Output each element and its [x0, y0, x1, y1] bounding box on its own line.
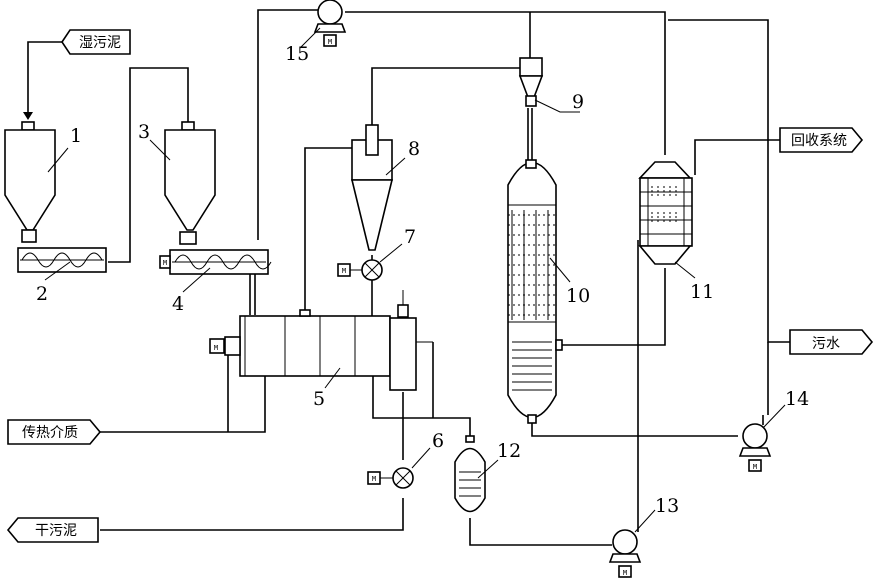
silo-3	[164, 121, 216, 245]
callout-1: 1	[70, 125, 82, 147]
callout-4: 4	[172, 293, 184, 315]
callouts: 1 2 3 4 5 6 7 8 9 10 11 12 13 14 15	[36, 27, 809, 533]
tag-sewage: 污水	[789, 329, 874, 355]
tag-recovery-label: 回收系统	[791, 133, 847, 149]
callout-7: 7	[404, 226, 416, 248]
pump-14: M	[738, 423, 772, 472]
motor-symbol-dryer: M	[214, 344, 218, 352]
motor-symbol-14: M	[753, 463, 757, 471]
tag-sewage-label: 污水	[812, 336, 840, 352]
callout-14: 14	[785, 388, 809, 410]
screw-conveyor-2	[17, 247, 107, 273]
motor-boxes: M M M M	[163, 259, 376, 483]
separator-12	[454, 435, 486, 513]
callout-5: 5	[313, 388, 325, 410]
callout-15: 15	[285, 43, 309, 65]
tag-heat-medium-label: 传热介质	[22, 425, 78, 441]
callout-13: 13	[655, 495, 679, 517]
pump-13: M	[608, 529, 642, 578]
callout-2: 2	[36, 283, 48, 305]
callout-6: 6	[432, 430, 444, 452]
callout-12: 12	[497, 440, 521, 462]
callout-8: 8	[408, 138, 420, 160]
motor-symbol-valve7: M	[342, 267, 346, 275]
silo-1	[4, 121, 56, 243]
tag-wet-sludge-label: 湿污泥	[79, 35, 121, 51]
callout-11: 11	[690, 281, 714, 303]
scrubber-column-10	[507, 159, 563, 424]
callout-3: 3	[138, 121, 150, 143]
tag-dry-sludge: 干污泥	[6, 517, 99, 543]
tag-recovery-system: 回收系统	[779, 127, 864, 153]
piping	[23, 9, 790, 546]
pump-15: M	[313, 0, 347, 47]
motor-symbol-15: M	[328, 38, 332, 46]
screw-conveyor-4	[159, 249, 272, 275]
motor-symbol-screw4: M	[163, 259, 167, 267]
condenser-11	[638, 161, 693, 265]
cyclone-9	[518, 57, 544, 107]
dryer-5	[209, 290, 433, 391]
tag-heat-medium: 传热介质	[7, 419, 102, 445]
callout-10: 10	[566, 285, 590, 307]
cyclone-8	[350, 124, 394, 251]
motor-symbol-13: M	[623, 569, 627, 577]
callout-9: 9	[572, 91, 584, 113]
rotary-valve-7	[337, 259, 383, 281]
rotary-valve-6	[367, 467, 414, 489]
tag-wet-sludge: 湿污泥	[61, 29, 131, 55]
tag-dry-sludge-label: 干污泥	[35, 523, 77, 539]
motor-symbol-valve6: M	[372, 475, 376, 483]
